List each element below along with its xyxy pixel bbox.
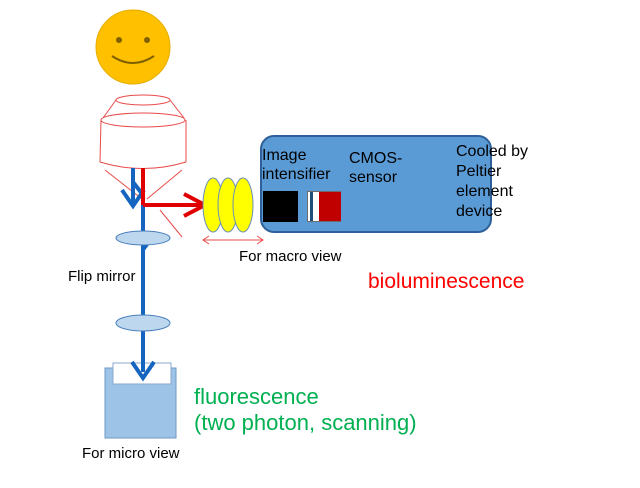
flip-mirror-lens [115, 230, 171, 246]
fluorescence-label: fluorescence (two photon, scanning) [194, 384, 417, 436]
red-beam-path [141, 168, 210, 218]
cooled-camera-box [260, 135, 492, 233]
smiley-face-icon [95, 9, 171, 85]
sample-dish [104, 360, 177, 439]
image-intensifier-block [263, 191, 298, 222]
macro-view-label: For macro view [239, 248, 342, 265]
macro-lens-3 [232, 177, 254, 233]
macro-view-range-arrow [202, 235, 264, 245]
cooled-by-label: Cooled by Peltier element device [456, 143, 529, 220]
bioluminescence-label: bioluminescence [368, 270, 525, 293]
cmos-sensor-label: CMOS- sensor [349, 150, 403, 187]
objective-lens-icon [99, 94, 187, 238]
flip-mirror-label: Flip mirror [68, 268, 136, 285]
image-intensifier-label: Image intensifier [262, 147, 331, 184]
micro-view-label: For micro view [82, 445, 180, 462]
second-lens [115, 314, 171, 332]
macro-lens-group [202, 177, 254, 233]
cmos-sensor-block [307, 191, 341, 222]
